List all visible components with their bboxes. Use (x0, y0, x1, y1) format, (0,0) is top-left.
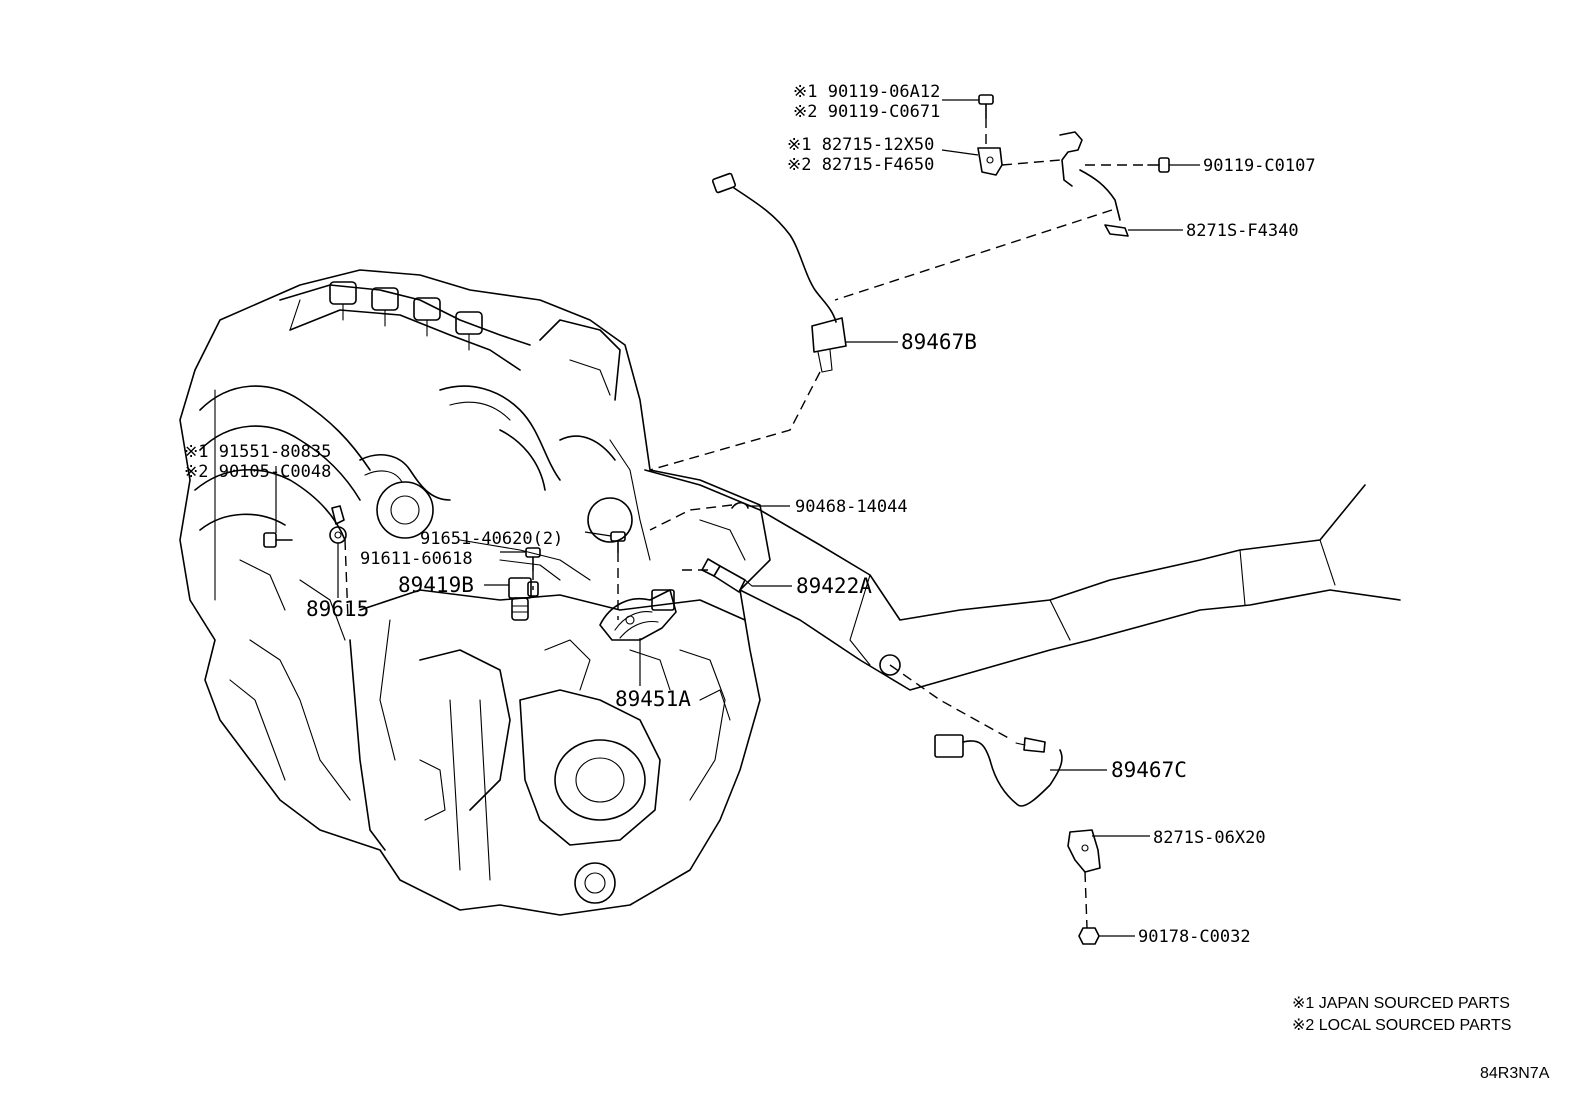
assembly-dashed-lines (344, 118, 1148, 929)
label-89615[interactable]: 89615 (306, 597, 369, 621)
note-japan-sourced: ※1 JAPAN SOURCED PARTS (1292, 995, 1510, 1012)
part-labels: ※1 90119-06A12 ※2 90119-C0671 ※1 82715-1… (184, 82, 1316, 947)
diagram-code: 84R3N7A (1480, 1065, 1550, 1082)
clip-90468-14044-icon (731, 501, 749, 509)
label-90119-C0107[interactable]: 90119-C0107 (1203, 156, 1316, 176)
label-90119-C0671[interactable]: ※2 90119-C0671 (793, 102, 940, 122)
neutral-start-switch-89451A-icon (599, 589, 677, 641)
bolt-90119-06A12-icon (978, 94, 994, 119)
nut-90178-C0032-icon (1078, 927, 1100, 945)
label-91651-40620[interactable]: 91651-40620(2) (420, 529, 563, 549)
bolt-91551-80835-icon (263, 532, 293, 548)
bracket-82715-12X50-icon (977, 147, 1003, 176)
note-local-sourced: ※2 LOCAL SOURCED PARTS (1292, 1017, 1511, 1034)
bolt-91611-60618-icon (525, 547, 541, 571)
exhaust-pipe (644, 469, 1401, 691)
label-89419B[interactable]: 89419B (398, 573, 474, 597)
label-90468-14044[interactable]: 90468-14044 (795, 497, 908, 517)
label-89422A[interactable]: 89422A (796, 574, 872, 598)
label-90119-06A12[interactable]: ※1 90119-06A12 (793, 82, 940, 102)
label-89451A[interactable]: 89451A (615, 687, 691, 711)
label-90105-C0048[interactable]: ※2 90105-C0048 (184, 462, 331, 482)
leader-lines (275, 99, 1200, 937)
label-8271S-F4340[interactable]: 8271S-F4340 (1186, 221, 1299, 241)
engine-transaxle-assembly (179, 269, 771, 916)
label-8271S-06X20[interactable]: 8271S-06X20 (1153, 828, 1266, 848)
label-90178-C0032[interactable]: 90178-C0032 (1138, 927, 1251, 947)
label-89467B[interactable]: 89467B (901, 330, 977, 354)
oxygen-sensor-89467C-icon (934, 734, 1063, 807)
label-82715-12X50[interactable]: ※1 82715-12X50 (787, 135, 934, 155)
bolt-90119-C0107-icon (1147, 157, 1170, 173)
speed-sensor-89419B-icon (508, 577, 539, 621)
temperature-sensor-89422A-icon (701, 558, 753, 593)
label-91551-80835[interactable]: ※1 91551-80835 (184, 442, 331, 462)
bolt-91651-40620-icon (610, 531, 626, 553)
label-89467C[interactable]: 89467C (1111, 758, 1187, 782)
label-82715-F4650[interactable]: ※2 82715-F4650 (787, 155, 934, 175)
clamp-8271S-F4340-icon (1059, 131, 1129, 237)
label-91611-60618[interactable]: 91611-60618 (360, 549, 473, 569)
bracket-8271S-06X20-icon (1067, 829, 1101, 873)
oxygen-sensor-89467B-icon (711, 172, 847, 373)
source-notes: ※1 JAPAN SOURCED PARTS ※2 LOCAL SOURCED … (1292, 995, 1550, 1082)
